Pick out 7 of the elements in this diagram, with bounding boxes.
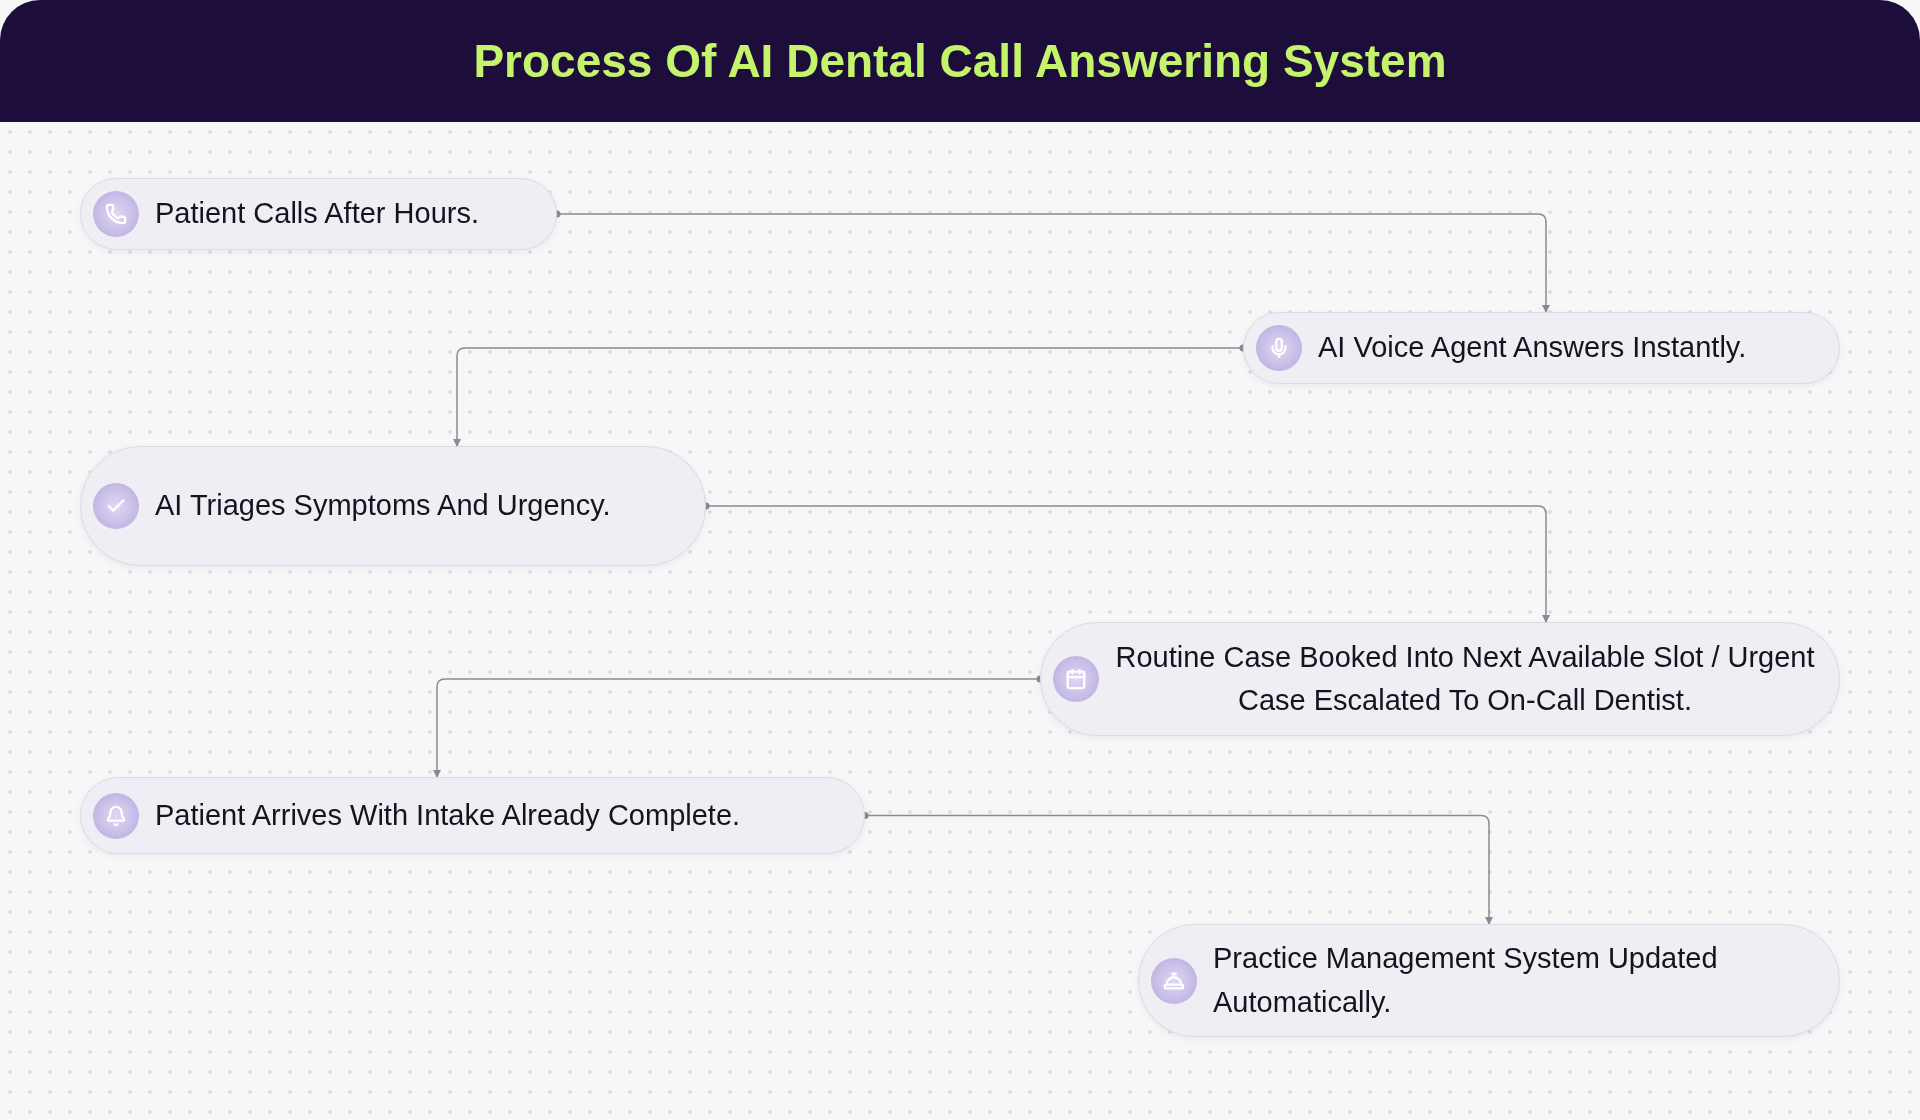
title: Process Of AI Dental Call Answering System [473,33,1447,89]
step-text: Patient Arrives With Intake Already Complete. [155,797,742,833]
step-text: Practice Management System Updated Automatically. [1213,941,1719,1020]
step-text: Patient Calls After Hours. [155,196,480,232]
step-text: Routine Case Booked Into Next Available Slot / Urgent Case Escalated To On-Call Dentist. [1115,639,1815,718]
step-text: AI Voice Agent Answers Instantly. [1318,330,1748,366]
step-text: AI Triages Symptoms And Urgency. [155,488,612,524]
